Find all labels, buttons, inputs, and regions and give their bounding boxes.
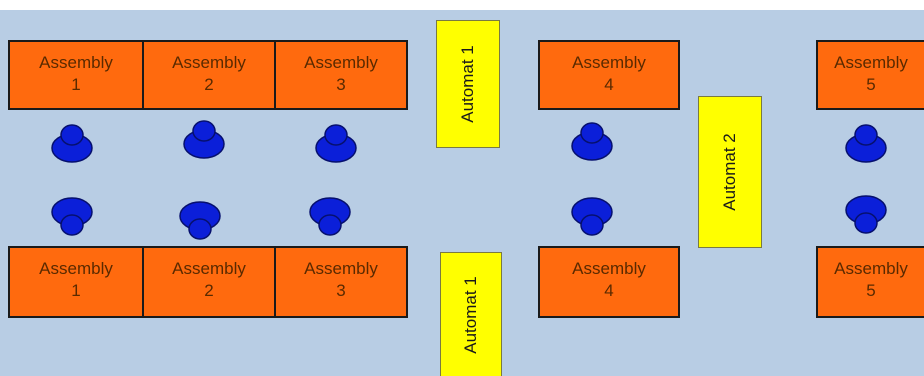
operator-icon	[571, 197, 613, 236]
operator-icon	[571, 122, 613, 161]
station-name: Assembly	[39, 259, 113, 278]
station-name: Assembly	[172, 259, 246, 278]
station-name: Assembly	[834, 53, 908, 72]
assembly-station-bottom-5: Assembly 5	[816, 246, 924, 318]
assembly-station-bottom-1: Assembly 1	[8, 246, 144, 318]
automat-label: Automat 2	[720, 133, 739, 211]
station-name: Assembly	[834, 259, 908, 278]
assembly-station-top-4: Assembly 4	[538, 40, 680, 110]
station-number: 1	[71, 75, 81, 94]
assembly-station-top-3: Assembly 3	[274, 40, 408, 110]
operator-icon	[309, 197, 351, 236]
station-number: 3	[336, 281, 346, 300]
station-number: 3	[336, 75, 346, 94]
automat-label: Automat 1	[461, 275, 480, 354]
station-name: Assembly	[304, 259, 378, 278]
assembly-station-bottom-3: Assembly 3	[274, 246, 408, 318]
automat-1-bottom: Automat 1	[440, 252, 502, 376]
assembly-station-top-1: Assembly 1	[8, 40, 144, 110]
operator-icon	[845, 124, 887, 163]
station-number: 1	[71, 281, 81, 300]
assembly-station-bottom-2: Assembly 2	[142, 246, 276, 318]
station-number: 2	[204, 281, 214, 300]
automat-1-top: Automat 1	[436, 20, 500, 148]
operator-icon	[179, 201, 221, 240]
station-name: Assembly	[39, 53, 113, 72]
operator-icon	[51, 124, 93, 163]
operator-icon	[845, 195, 887, 234]
operator-icon	[51, 197, 93, 236]
operator-icon	[315, 124, 357, 163]
operator-icon	[183, 120, 225, 159]
assembly-station-top-2: Assembly 2	[142, 40, 276, 110]
station-number: 2	[204, 75, 214, 94]
station-number: 5	[866, 75, 876, 94]
station-name: Assembly	[304, 53, 378, 72]
assembly-station-top-5: Assembly 5	[816, 40, 924, 110]
station-number: 4	[604, 281, 614, 300]
automat-label: Automat 1	[458, 45, 477, 123]
assembly-station-bottom-4: Assembly 4	[538, 246, 680, 318]
station-name: Assembly	[572, 259, 646, 278]
station-number: 5	[866, 281, 876, 300]
station-number: 4	[604, 75, 614, 94]
station-name: Assembly	[572, 53, 646, 72]
station-name: Assembly	[172, 53, 246, 72]
automat-2: Automat 2	[698, 96, 762, 248]
